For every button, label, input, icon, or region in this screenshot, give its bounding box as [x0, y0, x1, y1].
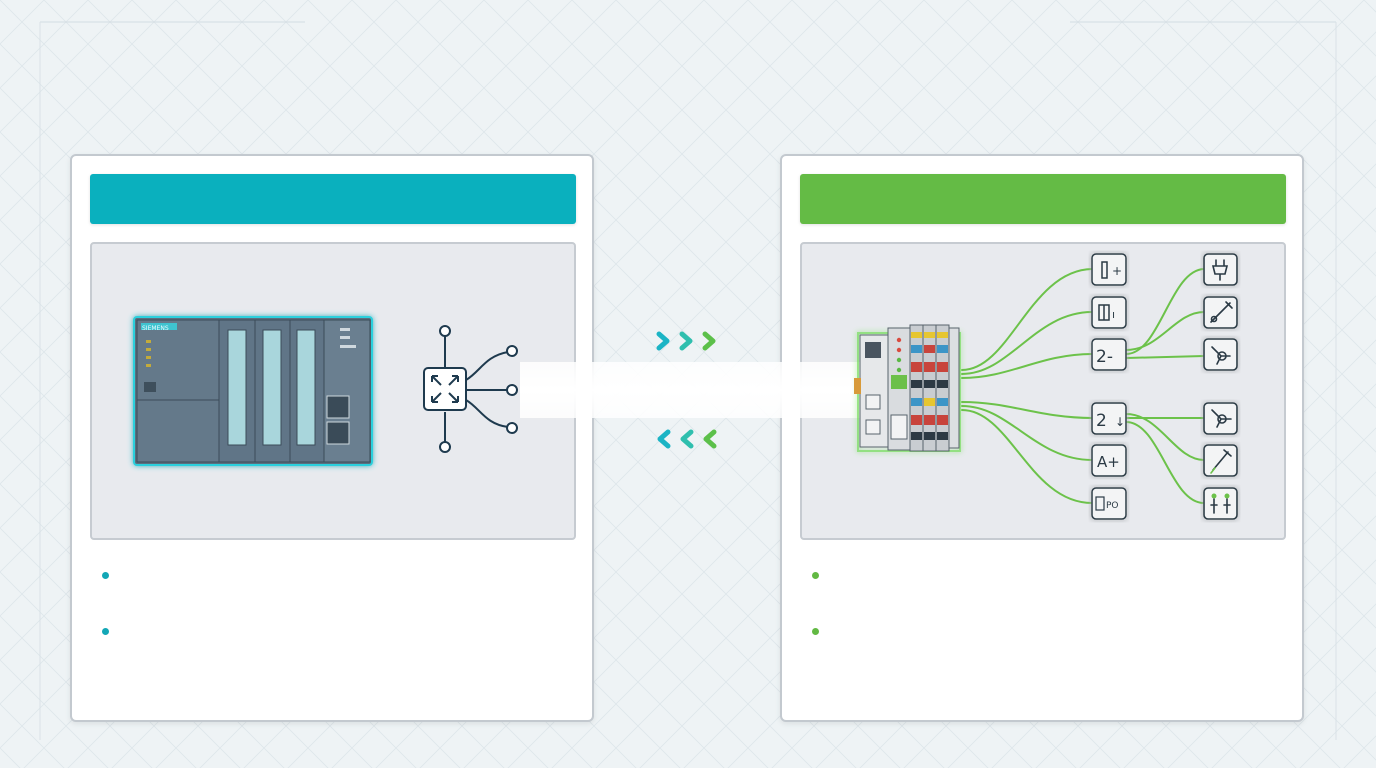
io-symbol-2-minus: 2- — [1091, 338, 1127, 371]
right-bullet-2 — [812, 622, 1252, 642]
plc-brand-label: SIEMENS — [142, 325, 169, 332]
left-panel-header — [90, 174, 576, 224]
svg-text:+: + — [1112, 264, 1122, 278]
left-bullet-2 — [102, 622, 542, 642]
bullet-dot — [102, 628, 109, 635]
right-bullet-1 — [812, 566, 1252, 586]
bullet-dot — [812, 628, 819, 635]
io-symbol-po: PO — [1091, 487, 1127, 520]
digital-input-symbol-icon: + — [1091, 253, 1127, 286]
chevrons-left-icon — [657, 429, 717, 449]
io-symbols-left: + ı 2- 2 ↓ A+ PO — [1091, 253, 1127, 520]
valve-icon-2 — [1203, 402, 1238, 435]
io-terminal-block-icon — [854, 324, 961, 452]
io-symbols-right — [1203, 253, 1238, 520]
io-symbol-2: 2 ↓ — [1091, 402, 1127, 435]
plug-icon — [1203, 253, 1238, 286]
data-link-beam — [520, 360, 862, 419]
network-switch-icon — [423, 325, 518, 453]
temperature-probe-icon — [1203, 444, 1238, 477]
symbol-label: PO — [1106, 501, 1119, 511]
connector-pair-icon — [1203, 487, 1238, 520]
valve-icon — [1203, 338, 1238, 371]
symbol-label: 2 — [1096, 411, 1107, 431]
bullet-dot — [812, 572, 819, 579]
plc-device-icon: SIEMENS — [133, 316, 373, 466]
left-bullet-1 — [102, 566, 542, 586]
right-panel-header — [800, 174, 1286, 224]
svg-text:↓: ↓ — [1115, 415, 1125, 429]
bullet-dot — [102, 572, 109, 579]
digital-output-symbol-icon: ı — [1091, 296, 1127, 329]
io-wiring — [961, 268, 1205, 504]
io-symbol-a-plus: A+ — [1091, 444, 1127, 477]
chevrons-right-icon — [656, 331, 716, 351]
symbol-label: 2- — [1096, 347, 1113, 367]
probe-sensor-icon — [1203, 296, 1238, 329]
svg-text:ı: ı — [1112, 308, 1115, 321]
symbol-label: A+ — [1097, 453, 1120, 471]
